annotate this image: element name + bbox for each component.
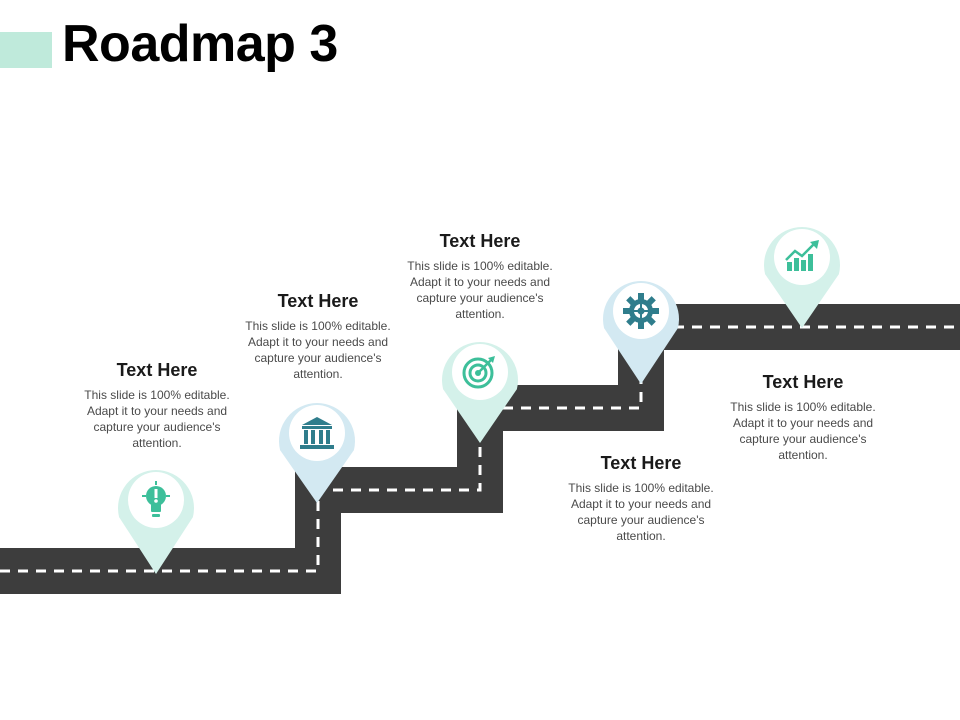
milestone-body: This slide is 100% editable. Adapt it to… [730, 400, 876, 462]
milestone-body: This slide is 100% editable. Adapt it to… [84, 388, 230, 450]
milestone-pin-4 [602, 281, 679, 384]
milestone-pin-2 [279, 403, 355, 503]
gear-icon [623, 293, 659, 329]
target-icon [462, 356, 495, 389]
milestone-text-3: Text Here This slide is 100% editable. A… [395, 231, 565, 322]
milestone-pin-1 [118, 470, 194, 574]
milestone-text-4: Text Here This slide is 100% editable. A… [556, 453, 726, 544]
milestone-text-2: Text Here This slide is 100% editable. A… [233, 291, 403, 382]
growth-chart-icon [785, 240, 819, 271]
milestone-heading: Text Here [600, 453, 682, 473]
slide-title: Roadmap 3 [62, 15, 338, 73]
title-accent-bar [0, 32, 52, 68]
milestone-heading: Text Here [277, 291, 359, 311]
milestone-pin-3 [442, 342, 518, 443]
milestone-body: This slide is 100% editable. Adapt it to… [568, 481, 714, 543]
milestone-pin-5 [764, 227, 840, 328]
lightbulb-icon [142, 481, 170, 517]
bank-icon [300, 417, 334, 449]
milestone-body: This slide is 100% editable. Adapt it to… [245, 319, 391, 381]
milestone-heading: Text Here [116, 360, 198, 380]
milestone-body: This slide is 100% editable. Adapt it to… [407, 259, 553, 321]
milestone-text-5: Text Here This slide is 100% editable. A… [718, 372, 888, 463]
milestone-text-1: Text Here This slide is 100% editable. A… [72, 360, 242, 451]
milestone-heading: Text Here [439, 231, 521, 251]
milestone-heading: Text Here [762, 372, 844, 392]
